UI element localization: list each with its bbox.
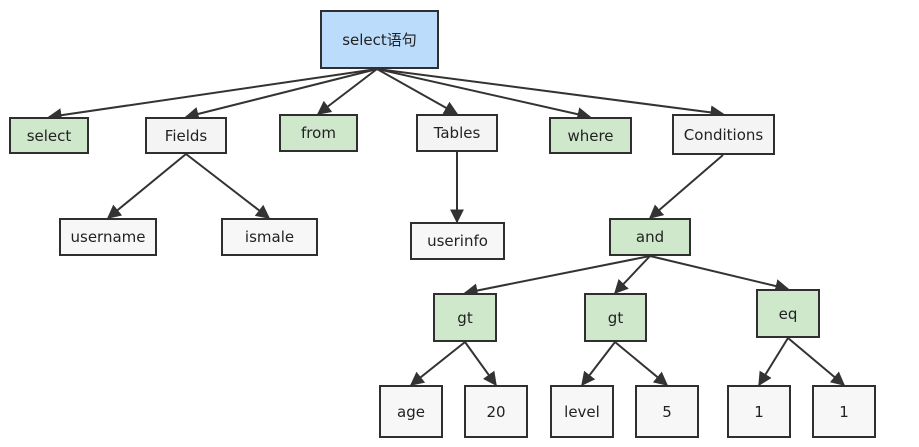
edge-gt1-age bbox=[409, 341, 466, 386]
node-gt-age: gt bbox=[433, 293, 497, 342]
node-root-select-statement: select语句 bbox=[320, 10, 439, 69]
edge-fields-ismale bbox=[185, 153, 271, 219]
edge-conditions-and bbox=[648, 154, 724, 219]
node-fields: Fields bbox=[145, 117, 227, 154]
edge-and-gt1 bbox=[463, 255, 651, 298]
edge-and-gt2 bbox=[614, 255, 651, 295]
node-value-1-left: 1 bbox=[727, 385, 791, 438]
node-value-5: 5 bbox=[635, 385, 699, 438]
node-conditions: Conditions bbox=[672, 114, 775, 155]
node-level: level bbox=[550, 385, 614, 438]
edge-gt2-level bbox=[581, 341, 616, 387]
edge-root-where bbox=[376, 68, 592, 122]
edge-root-fields bbox=[184, 68, 378, 121]
edge-root-conditions bbox=[376, 68, 725, 120]
node-gt-level: gt bbox=[584, 293, 647, 342]
node-select-keyword: select bbox=[9, 117, 89, 154]
node-tables: Tables bbox=[416, 114, 498, 152]
edge-root-select bbox=[47, 68, 378, 123]
node-username: username bbox=[59, 218, 157, 256]
node-where-keyword: where bbox=[549, 117, 632, 154]
edge-fields-username bbox=[106, 153, 187, 219]
edge-gt1-20 bbox=[464, 341, 497, 387]
node-value-1-right: 1 bbox=[812, 385, 876, 438]
node-from-keyword: from bbox=[279, 114, 358, 152]
edge-eq-1a bbox=[758, 337, 789, 387]
node-userinfo: userinfo bbox=[410, 222, 505, 260]
edge-and-eq bbox=[649, 255, 790, 293]
edge-root-tables bbox=[376, 68, 459, 115]
node-eq: eq bbox=[756, 289, 820, 338]
node-and: and bbox=[609, 218, 691, 256]
node-ismale: ismale bbox=[221, 218, 318, 256]
node-age: age bbox=[379, 385, 443, 438]
edge-root-from bbox=[316, 68, 378, 115]
edge-gt2-5 bbox=[614, 341, 669, 386]
node-value-20: 20 bbox=[464, 385, 528, 438]
edge-eq-1b bbox=[787, 337, 846, 386]
